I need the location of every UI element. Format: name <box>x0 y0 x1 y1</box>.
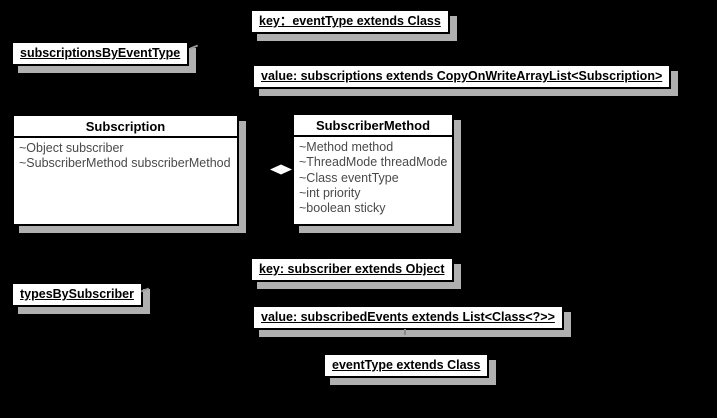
note-subscriptions-by-event-type: subscriptionsByEventType <box>11 41 190 67</box>
class-title-subscriber-method: SubscriberMethod <box>294 115 452 137</box>
dashed-connector-hint <box>404 329 406 335</box>
class-fields-subscriber-method: ~Method method ~ThreadMode threadMode ~C… <box>294 137 452 219</box>
class-box-subscription: Subscription ~Object subscriber ~Subscri… <box>12 114 239 226</box>
class-field: ~Object subscriber <box>19 141 124 155</box>
note-subscriptions-by-event-type-label: subscriptionsByEventType <box>20 46 181 60</box>
aggregation-diamond-icon <box>270 164 292 175</box>
note-value-subscribed-events-label: value: subscribedEvents extends List<Cla… <box>261 310 555 324</box>
class-box-subscriber-method: SubscriberMethod ~Method method ~ThreadM… <box>292 113 454 226</box>
note-key-eventtype-label: key：eventType extends Class <box>259 14 441 28</box>
note-event-type: eventType extends Class <box>323 353 490 379</box>
class-field: ~int priority <box>299 185 361 200</box>
note-value-subscribed-events: value: subscribedEvents extends List<Cla… <box>252 305 564 331</box>
class-fields-subscription: ~Object subscriber ~SubscriberMethod sub… <box>14 138 237 175</box>
note-key-eventtype: key：eventType extends Class <box>250 9 450 35</box>
class-field: ~ThreadMode threadMode <box>299 155 448 170</box>
class-field: ~Method method <box>299 140 394 154</box>
class-field: ~boolean sticky <box>299 201 386 215</box>
note-event-type-label: eventType extends Class <box>332 358 481 372</box>
note-key-subscriber-label: key: subscriber extends Object <box>259 262 445 276</box>
note-types-by-subscriber-label: typesBySubscriber <box>20 287 134 301</box>
note-value-subscriptions-label: value: subscriptions extends CopyOnWrite… <box>261 69 663 83</box>
note-types-by-subscriber: typesBySubscriber <box>11 282 143 308</box>
class-field: ~SubscriberMethod subscriberMethod <box>19 156 231 171</box>
dashed-connector-hint <box>189 44 199 50</box>
class-title-subscription: Subscription <box>14 116 237 138</box>
note-value-subscriptions: value: subscriptions extends CopyOnWrite… <box>252 64 672 90</box>
class-field: ~Class eventType <box>299 170 399 185</box>
note-key-subscriber: key: subscriber extends Object <box>250 257 454 283</box>
